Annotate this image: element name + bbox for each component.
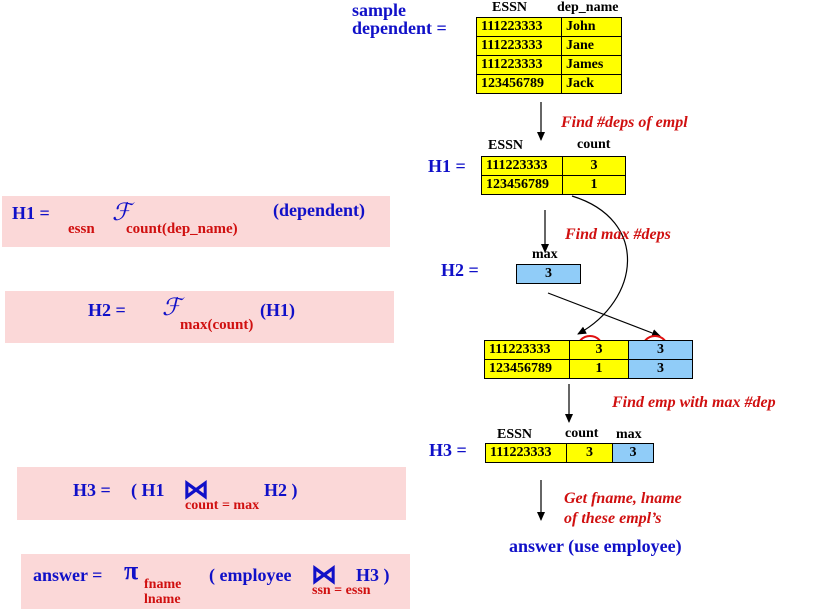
h2-table: 3 xyxy=(516,264,581,284)
formula-answer-open: ( employee xyxy=(209,565,292,585)
sample-col-dep-name: dep_name xyxy=(557,0,619,15)
h1-col-count: count xyxy=(577,137,611,152)
formula-box-h3: H3 = ( H1 ⋈ H2 ) count = max xyxy=(17,467,406,520)
formula-h3-cond: count = max xyxy=(185,498,260,513)
formula-answer-rhs: H3 ) xyxy=(356,565,390,585)
answer-label: answer (use employee) xyxy=(509,536,682,556)
join-icon: ⋈ xyxy=(183,475,209,504)
projection-pi-icon: π xyxy=(124,556,139,585)
arrow-h2-to-join xyxy=(547,292,661,337)
sample-label-line2: dependent = xyxy=(352,18,447,38)
join-table: 111223333 3 3 123456789 1 3 xyxy=(484,340,693,379)
formula-answer-lhs: answer = xyxy=(33,565,103,585)
formula-answer-attrs: fname lname xyxy=(144,577,181,607)
formula-box-answer: answer = π fname lname ( employee ⋈ H3 )… xyxy=(21,554,410,609)
aggregate-f-icon: ℱ xyxy=(112,198,131,226)
formula-answer-attr1: fname xyxy=(144,577,182,592)
formula-h3-lhs: H3 = xyxy=(73,480,111,500)
sample-col-essn: ESSN xyxy=(492,0,528,15)
formula-h1-func: count(dep_name) xyxy=(126,221,238,237)
h3-label: H3 = xyxy=(429,440,467,460)
h3-col-count: count xyxy=(565,426,599,441)
h3-col-max: max xyxy=(616,427,642,442)
join-icon: ⋈ xyxy=(311,560,337,589)
formula-h1-arg: (dependent) xyxy=(273,200,366,220)
sample-label-line1: sample xyxy=(352,0,406,20)
h3-table: 111223333 3 3 xyxy=(485,443,654,463)
h1-col-essn: ESSN xyxy=(488,138,524,153)
get-names-line2: of these empl’s xyxy=(564,510,662,527)
sample-label: sample dependent = xyxy=(352,1,447,37)
formula-h3-rhs: H2 ) xyxy=(264,480,298,500)
step-label-find-emp: Find emp with max #dep xyxy=(612,394,776,411)
formula-answer-attr2: lname xyxy=(144,592,181,607)
table-row: 3 xyxy=(516,264,581,284)
formula-h2-lhs: H2 = xyxy=(88,300,126,320)
step-label-get-names: Get fname, lname of these empl’s xyxy=(564,489,682,529)
formula-h1-group: essn xyxy=(68,221,95,237)
formula-h1-lhs: H1 = xyxy=(12,203,50,223)
h2-col-max: max xyxy=(532,247,558,262)
table-row: 111223333 3 3 xyxy=(484,340,693,360)
formula-h2-arg: (H1) xyxy=(260,300,295,320)
h3-col-essn: ESSN xyxy=(497,427,533,442)
formula-h2-func: max(count) xyxy=(180,317,254,333)
h1-label: H1 = xyxy=(428,156,466,176)
get-names-line1: Get fname, lname xyxy=(564,490,682,507)
table-row: 123456789 1 3 xyxy=(484,359,693,379)
formula-h3-open: ( H1 xyxy=(131,480,165,500)
formula-box-h1: H1 = essn ℱ count(dep_name) (dependent) xyxy=(2,196,390,247)
aggregate-f-icon: ℱ xyxy=(162,293,181,321)
curve-h1-to-join xyxy=(571,195,629,335)
formula-box-h2: H2 = ℱ max(count) (H1) xyxy=(5,291,394,343)
formula-answer-cond: ssn = essn xyxy=(312,583,371,598)
h2-label: H2 = xyxy=(441,260,479,280)
step-label-find-deps: Find #deps of empl xyxy=(561,114,688,131)
step-label-find-max: Find max #deps xyxy=(565,226,671,243)
table-row: 111223333 3 3 xyxy=(485,443,654,463)
